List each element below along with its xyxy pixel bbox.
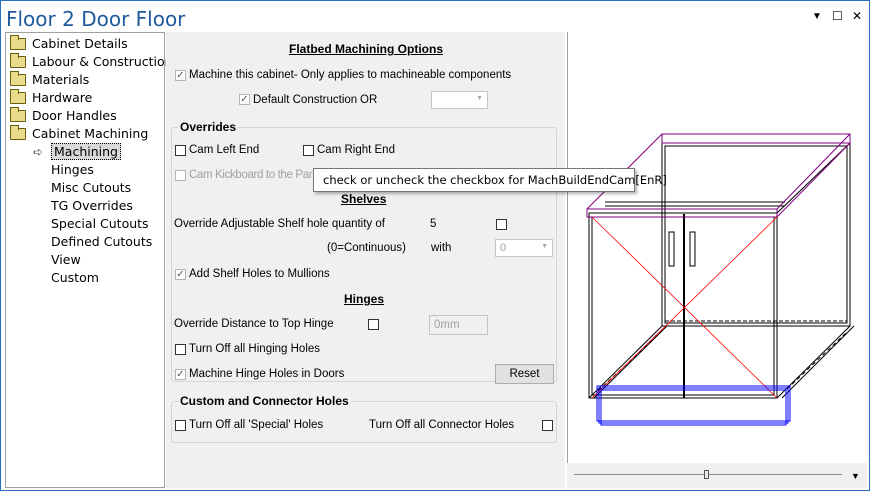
hinges-heading: Hinges xyxy=(344,292,385,306)
default-construction-checkbox[interactable]: ✓ xyxy=(239,94,250,105)
tree-item-label: Door Handles xyxy=(32,108,117,123)
tree-item-door-handles[interactable]: Door Handles xyxy=(10,106,117,124)
machine-hinge-holes-checkbox[interactable]: ✓ xyxy=(175,369,186,380)
override-shelf-qty-checkbox[interactable] xyxy=(496,219,507,230)
cabinet-diagonals xyxy=(591,216,778,399)
top-hinge-distance-input[interactable]: 0mm xyxy=(429,315,488,335)
add-shelf-holes-mullions-label: Add Shelf Holes to Mullions xyxy=(189,268,330,280)
tree-item-cabinet-details[interactable]: Cabinet Details xyxy=(10,34,128,52)
arrow-right-icon: ➪ xyxy=(33,145,44,159)
chevron-down-icon: ▼ xyxy=(476,95,483,102)
turn-off-connector-holes-label: Turn Off all Connector Holes xyxy=(369,419,515,431)
override-top-hinge-checkbox[interactable] xyxy=(368,319,379,330)
cam-kickboard-checkbox[interactable] xyxy=(175,170,186,181)
navigation-tree: Cabinet Details Labour & Construction Ma… xyxy=(5,32,173,488)
custom-connector-title: Custom and Connector Holes xyxy=(178,394,351,408)
turn-off-hinging-holes-checkbox[interactable] xyxy=(175,344,186,355)
door-handle-right xyxy=(689,231,696,267)
tree-item-label: Labour & Construction xyxy=(32,54,173,69)
machine-hinge-holes-label: Machine Hinge Holes in Doors xyxy=(189,368,345,380)
reset-button[interactable]: Reset xyxy=(495,364,554,384)
folder-icon xyxy=(10,34,26,50)
overrides-group xyxy=(171,127,557,382)
overrides-title: Overrides xyxy=(178,120,239,134)
add-shelf-holes-mullions-checkbox[interactable]: ✓ xyxy=(175,269,186,280)
or-label: OR xyxy=(360,94,378,106)
tree-item-special-cutouts[interactable]: Special Cutouts xyxy=(51,216,149,231)
construction-dropdown[interactable]: ▼ xyxy=(431,91,488,109)
tree-item-hardware[interactable]: Hardware xyxy=(10,88,93,106)
folder-icon xyxy=(10,70,26,86)
with-value: 0 xyxy=(500,242,507,254)
chevron-down-icon: ▼ xyxy=(541,243,548,250)
cam-left-end-checkbox[interactable] xyxy=(175,145,186,156)
tooltip: check or uncheck the checkbox for MachBu… xyxy=(313,168,667,192)
tree-item-materials[interactable]: Materials xyxy=(10,70,90,88)
tree-item-view[interactable]: View xyxy=(51,252,81,267)
tree-item-tg-overrides[interactable]: TG Overrides xyxy=(51,198,133,213)
with-label: with xyxy=(431,242,452,254)
turn-off-hinging-holes-label: Turn Off all Hinging Holes xyxy=(189,343,321,355)
tree-item-hinges[interactable]: Hinges xyxy=(51,162,94,177)
shelf-qty-value: 5 xyxy=(430,218,437,230)
default-construction-label: Default Construction xyxy=(253,94,358,106)
tree-item-label: Hardware xyxy=(32,90,93,105)
tree-item-label: Cabinet Machining xyxy=(32,126,149,141)
section-heading-flatbed: Flatbed Machining Options xyxy=(289,42,443,56)
tree-item-label: Machining xyxy=(51,143,121,160)
cam-right-end-checkbox[interactable] xyxy=(303,145,314,156)
folder-icon xyxy=(10,88,26,104)
tree-item-label: Cabinet Details xyxy=(32,36,128,51)
cam-right-end-label: Cam Right End xyxy=(317,144,395,156)
tree-item-defined-cutouts[interactable]: Defined Cutouts xyxy=(51,234,153,249)
folder-icon xyxy=(10,106,26,122)
turn-off-special-holes-checkbox[interactable] xyxy=(175,420,186,431)
custom-connector-group xyxy=(171,401,557,443)
cam-kickboard-label: Cam Kickboard to the Par xyxy=(189,169,313,181)
cabinet-top-outline xyxy=(586,133,851,218)
tree-item-label: Materials xyxy=(32,72,90,87)
machine-cabinet-label: Machine this cabinet- Only applies to ma… xyxy=(189,69,512,81)
override-shelf-qty-label: Override Adjustable Shelf hole quantity … xyxy=(174,218,385,230)
machine-cabinet-checkbox[interactable]: ✓ xyxy=(175,70,186,81)
tree-item-misc-cutouts[interactable]: Misc Cutouts xyxy=(51,180,132,195)
tree-item-machining[interactable]: Machining xyxy=(51,143,121,160)
cam-left-end-label: Cam Left End xyxy=(189,144,260,156)
window-menu-icon[interactable]: ▼ xyxy=(812,11,822,22)
view-rotation-slider[interactable]: ▼ xyxy=(567,463,867,488)
tree-item-cabinet-machining[interactable]: Cabinet Machining xyxy=(10,124,149,142)
chevron-down-icon[interactable]: ▼ xyxy=(851,471,860,481)
slider-thumb[interactable] xyxy=(704,470,709,479)
with-dropdown[interactable]: 0▼ xyxy=(495,239,553,257)
close-icon[interactable]: ✕ xyxy=(852,9,863,23)
cabinet-3d-view[interactable] xyxy=(567,32,867,463)
turn-off-connector-holes-checkbox[interactable] xyxy=(542,420,553,431)
window-title: Floor 2 Door Floor xyxy=(6,7,186,31)
turn-off-special-holes-label: Turn Off all 'Special' Holes xyxy=(189,419,324,431)
folder-icon xyxy=(10,124,26,140)
kickboard-outline xyxy=(596,385,791,426)
tree-item-custom[interactable]: Custom xyxy=(51,270,99,285)
override-top-hinge-label: Override Distance to Top Hinge xyxy=(174,318,334,330)
cabinet-wireframe xyxy=(586,133,855,426)
machining-options-panel: Flatbed Machining Options ✓ Machine this… xyxy=(166,32,565,488)
continuous-label: (0=Continuous) xyxy=(327,242,406,254)
maximize-icon[interactable]: ☐ xyxy=(832,9,843,23)
door-handle-left xyxy=(668,231,675,267)
shelves-heading: Shelves xyxy=(341,192,387,206)
tree-item-labour-construction[interactable]: Labour & Construction xyxy=(10,52,173,70)
folder-icon xyxy=(10,52,26,68)
